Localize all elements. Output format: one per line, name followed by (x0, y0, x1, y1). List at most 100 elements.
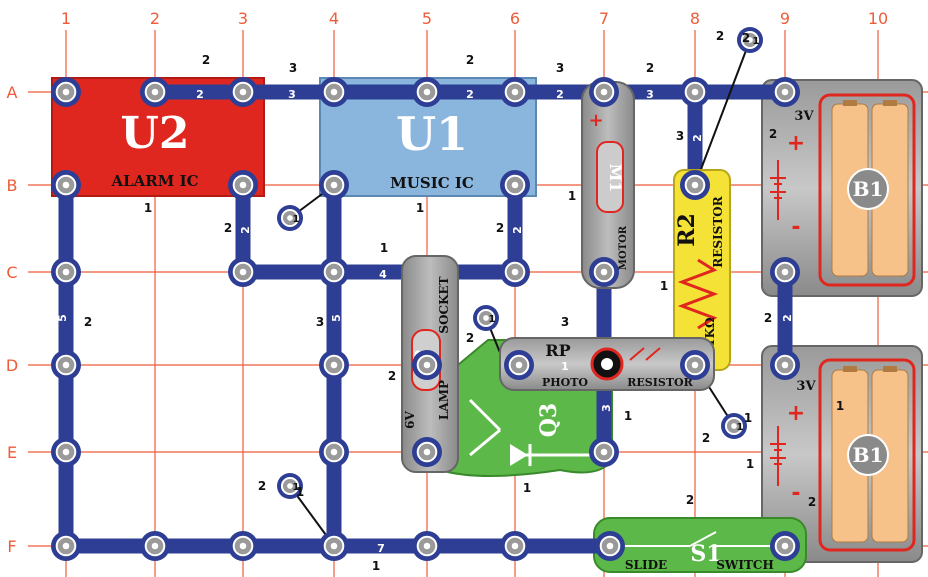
level-label: 3 (289, 61, 297, 75)
level-label: 1 (144, 201, 152, 215)
level-label: 2 (716, 29, 724, 43)
wire-number: 2 (556, 88, 564, 101)
wire-number: 3 (600, 404, 613, 412)
jumper-r2-top[interactable] (694, 39, 751, 186)
level-label: 2 (742, 31, 750, 45)
level-label: 2 (224, 221, 232, 235)
b1-top-voltage: 3V (794, 109, 814, 124)
rp-name2: RESISTOR (627, 376, 693, 389)
single-snap-center (287, 483, 293, 489)
snap-post-center (151, 542, 159, 550)
level-label: 2 (686, 493, 694, 507)
level-label: 1 (624, 409, 632, 423)
snap-post-center (511, 542, 519, 550)
snap-post-center (515, 361, 523, 369)
u1-name: MUSIC IC (390, 174, 474, 192)
s1-id: S1 (690, 541, 721, 567)
row-label: E (7, 443, 17, 462)
column-label: 3 (238, 9, 248, 28)
battery-b1-top[interactable]: B1 3V + - (761, 79, 923, 297)
photo-resistor-rp[interactable]: RP PHOTO RESISTOR (499, 337, 715, 391)
snap-post-center (151, 88, 159, 96)
level-label: 3 (676, 129, 684, 143)
b1-bottom-plus: + (787, 401, 805, 426)
column-label: 8 (690, 9, 700, 28)
motor-m1[interactable]: + M1 MOTOR (581, 81, 635, 289)
row-label: C (6, 263, 17, 282)
snap-post-center (330, 542, 338, 550)
level-label: 3 (316, 315, 324, 329)
snap-post-center (600, 88, 608, 96)
level-label: 1 (372, 559, 380, 573)
u2-id: U2 (121, 108, 190, 159)
level-label: 2 (202, 53, 210, 67)
q3-id: Q3 (536, 403, 562, 437)
b1-top-id: B1 (853, 177, 884, 201)
level-label: 1 (416, 201, 424, 215)
level-label: 2 (388, 369, 396, 383)
snap-post-center (781, 542, 789, 550)
level-label: 1 (568, 189, 576, 203)
wire-number: 2 (239, 226, 252, 234)
l2-voltage: 6V (403, 410, 417, 428)
snap-post-center (330, 88, 338, 96)
level-label: 1 (746, 457, 754, 471)
r2-id: R2 (674, 213, 700, 247)
snap-post-center (330, 361, 338, 369)
snap-post-center (330, 181, 338, 189)
wire-number: 3 (288, 88, 296, 101)
level-label: 1 (296, 485, 304, 499)
column-label: 7 (599, 9, 609, 28)
snap-post-center (511, 88, 519, 96)
snap-post-center (62, 542, 70, 550)
wire-number: 5 (56, 314, 69, 322)
wire-number: 2 (466, 88, 474, 101)
column-label: 5 (422, 9, 432, 28)
snap-post-center (62, 88, 70, 96)
wire-number: 5 (330, 314, 343, 322)
wire-number: 3 (646, 88, 654, 101)
u1-id: U1 (396, 107, 468, 161)
snap-post-center (600, 448, 608, 456)
snap-post-center (330, 268, 338, 276)
b1-top-plus: + (787, 131, 805, 156)
snap-post-center (511, 268, 519, 276)
single-snap-center (731, 423, 737, 429)
slide-switch-s1[interactable]: S1 SLIDE SWITCH (593, 517, 807, 573)
single-snap-label: 1 (489, 314, 496, 325)
snap-post-center (691, 88, 699, 96)
m1-name: MOTOR (618, 225, 629, 270)
row-label: D (6, 356, 18, 375)
snap-post-center (423, 448, 431, 456)
b1-bottom-minus: - (791, 481, 800, 506)
wire-number: 2 (196, 88, 204, 101)
b1-top-minus: - (791, 215, 800, 240)
level-label: 1 (744, 411, 752, 425)
column-label: 6 (510, 9, 520, 28)
wire-number: 2 (781, 314, 794, 322)
level-label: 2 (646, 61, 654, 75)
snap-post-center (511, 181, 519, 189)
battery-b1-bottom[interactable]: B1 3V + - (761, 345, 923, 563)
r2-name: RESISTOR (711, 195, 725, 267)
level-label: 1 (380, 241, 388, 255)
level-label: 2 (84, 315, 92, 329)
wire-number: 1 (561, 360, 569, 373)
snap-post-center (781, 268, 789, 276)
b1-bottom-id: B1 (853, 443, 884, 467)
resistor-r2[interactable]: R2 RESISTOR 1KΩ (673, 169, 731, 371)
level-label: 3 (561, 315, 569, 329)
snap-post-center (62, 268, 70, 276)
snap-post-center (423, 542, 431, 550)
wire-number: 7 (377, 542, 385, 555)
level-label: 1 (836, 399, 844, 413)
column-label: 4 (329, 9, 339, 28)
level-label: 2 (466, 53, 474, 67)
row-label: A (7, 83, 18, 102)
column-label: 2 (150, 9, 160, 28)
level-label: 2 (702, 431, 710, 445)
